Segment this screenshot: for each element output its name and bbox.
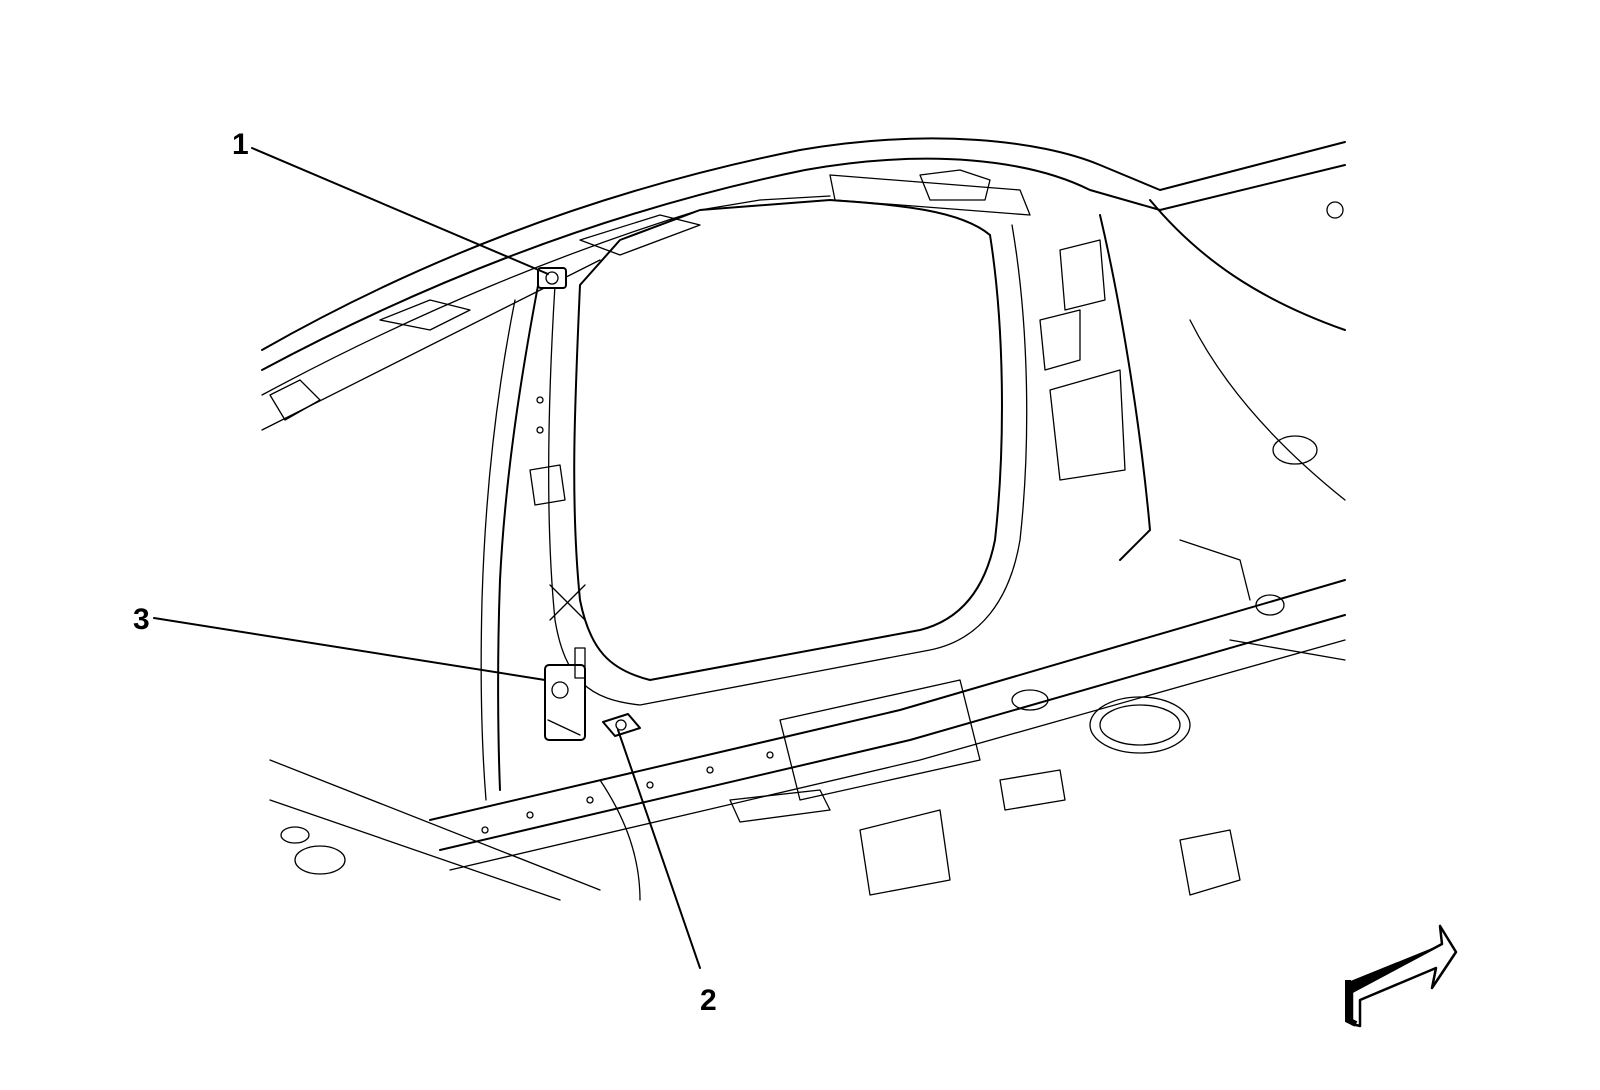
callout-label-3: 3 (133, 603, 150, 636)
callout-label-2: 2 (700, 984, 717, 1017)
callout-label-1: 1 (232, 128, 249, 161)
floor-pan (269, 539, 1346, 901)
component-3-pillar-module (544, 647, 586, 741)
leader-line-2 (617, 729, 701, 969)
front-direction-arrow (1345, 924, 1458, 1028)
rear-quarter-panel (1039, 199, 1346, 616)
roof-rail (261, 137, 1346, 431)
leader-line-1 (251, 147, 549, 275)
b-pillar (480, 274, 586, 801)
leader-lines (153, 147, 701, 969)
door-opening (547, 199, 1028, 706)
leader-line-3 (153, 617, 546, 681)
component-2-sill-sensor (602, 713, 641, 737)
